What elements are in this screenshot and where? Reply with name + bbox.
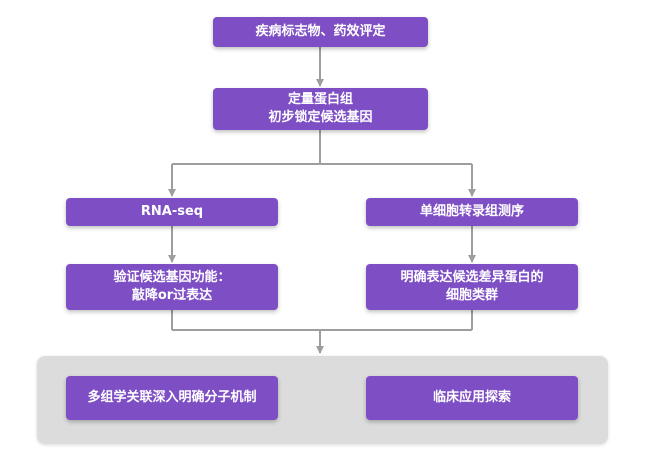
node-rna-seq: RNA-seq (66, 198, 278, 226)
node-clinical-explore: 临床应用探索 (366, 376, 578, 420)
node-multi-omics: 多组学关联深入明确分子机制 (66, 376, 278, 420)
node-validate-function: 验证候选基因功能： 敲降or过表达 (66, 264, 278, 310)
node-scrna-seq: 单细胞转录组测序 (366, 198, 578, 226)
node-biomarker-eval: 疾病标志物、药效评定 (213, 17, 428, 47)
node-cell-clusters: 明确表达候选差异蛋白的 细胞类群 (366, 264, 578, 310)
node-quant-proteome: 定量蛋白组 初步锁定候选基因 (213, 88, 428, 130)
